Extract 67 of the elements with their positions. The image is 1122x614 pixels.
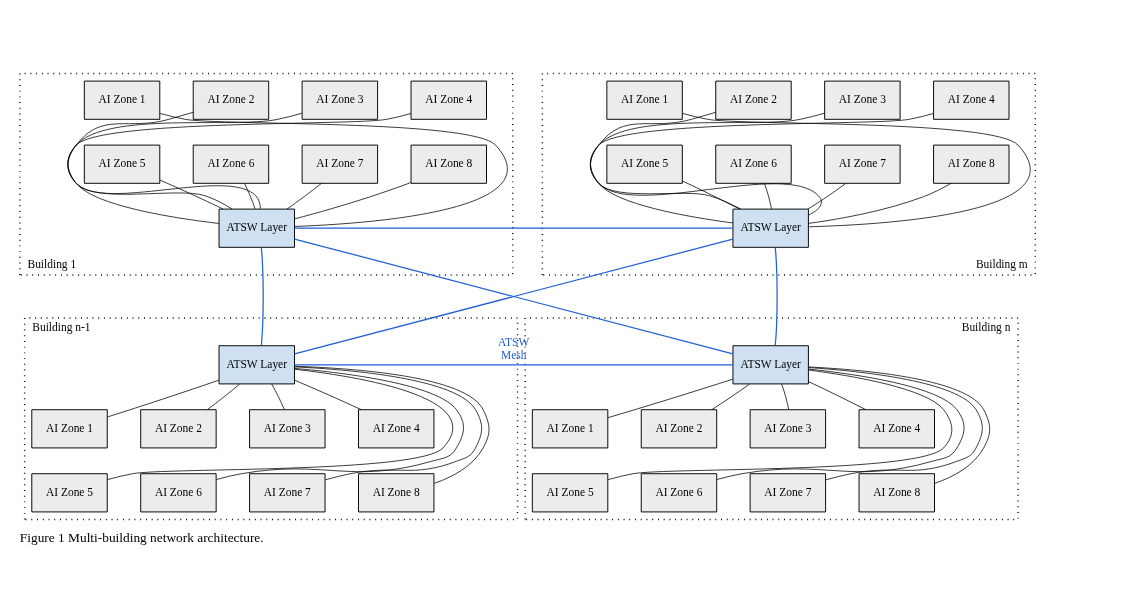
connector	[294, 181, 412, 219]
connector	[159, 112, 508, 227]
node-box: AI Zone 7	[824, 144, 901, 184]
node-box: AI Zone 2	[715, 80, 792, 120]
node-box: AI Zone 7	[301, 144, 379, 184]
connector	[807, 182, 847, 209]
connector	[216, 367, 464, 480]
node-box: AI Zone 5	[606, 144, 683, 184]
node-box: AI Zone 1	[606, 80, 683, 120]
node-box: AI Zone 4	[933, 80, 1010, 120]
node-box: ATSW Layer	[732, 208, 809, 248]
connector	[67, 112, 412, 224]
node-box: AI Zone 1	[31, 408, 108, 448]
node-box: ATSW Layer	[218, 208, 295, 248]
node-box: AI Zone 7	[749, 472, 827, 512]
node-box: AI Zone 6	[192, 144, 270, 184]
connector	[590, 112, 934, 223]
node-box: AI Zone 2	[192, 80, 270, 120]
node-box: AI Zone 3	[749, 408, 827, 448]
node-box: ATSW Layer	[218, 344, 295, 384]
node-box: AI Zone 7	[249, 472, 326, 512]
connector	[271, 383, 285, 410]
connector	[107, 368, 453, 480]
connector	[293, 363, 734, 365]
node-box: AI Zone 5	[531, 472, 609, 512]
connector	[764, 182, 772, 209]
node-box: AI Zone 6	[640, 472, 718, 512]
node-box: AI Zone 6	[140, 472, 217, 512]
connector	[607, 378, 733, 418]
node-box: AI Zone 4	[358, 408, 435, 448]
node-box: AI Zone 3	[249, 408, 326, 448]
node-box: AI Zone 8	[358, 472, 435, 512]
connector	[206, 383, 240, 410]
connector	[260, 246, 264, 346]
node-box: AI Zone 1	[83, 80, 161, 120]
node-box: AI Zone 1	[531, 408, 609, 448]
connector	[107, 379, 220, 417]
node-box: AI Zone 2	[640, 408, 718, 448]
connector	[67, 112, 303, 209]
node-box: AI Zone 3	[824, 80, 901, 120]
node-box: AI Zone 5	[83, 144, 161, 184]
connector	[294, 227, 734, 229]
node-box: AI Zone 6	[715, 144, 792, 184]
connector	[159, 179, 224, 209]
node-box: AI Zone 2	[140, 408, 217, 448]
connector	[711, 383, 750, 410]
caption: Figure 1 Multi-building network architecture.	[19, 529, 264, 545]
connector	[67, 111, 261, 209]
node-box: AI Zone 4	[410, 80, 487, 120]
connector	[781, 383, 790, 410]
connector	[682, 180, 740, 209]
node-box: AI Zone 5	[31, 472, 108, 512]
connector	[808, 182, 952, 224]
connector	[808, 380, 867, 410]
connector	[607, 369, 953, 480]
node-box: ATSW Layer	[732, 344, 809, 384]
connector	[774, 246, 778, 346]
connector	[716, 368, 965, 480]
node-box: AI Zone 8	[858, 472, 935, 512]
node-box: AI Zone 3	[301, 80, 379, 120]
node-box: AI Zone 4	[858, 408, 935, 448]
connector	[286, 182, 322, 209]
node-box: AI Zone 8	[410, 144, 487, 184]
connector	[682, 112, 1031, 227]
connector	[294, 379, 362, 410]
connector	[244, 182, 256, 209]
node-box: AI Zone 8	[933, 144, 1010, 184]
